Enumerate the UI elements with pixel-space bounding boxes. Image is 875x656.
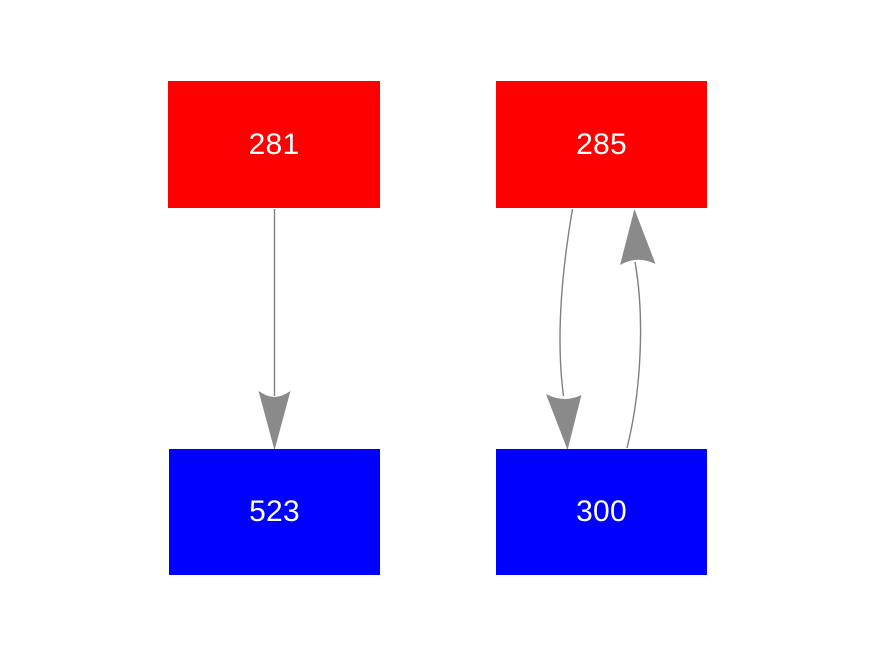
- node-label: 300: [576, 495, 627, 528]
- arrowhead-up: [620, 209, 656, 265]
- edge-shaft: [626, 261, 642, 449]
- node-285[interactable]: 285: [496, 81, 707, 208]
- edge-285-to-300: [546, 208, 582, 450]
- node-523[interactable]: 523: [169, 449, 380, 575]
- node-label: 523: [249, 495, 300, 528]
- node-281[interactable]: 281: [168, 81, 380, 208]
- edge-300-to-285: [620, 209, 656, 449]
- edge-shaft: [559, 208, 574, 397]
- edge-281-to-523: [258, 209, 291, 450]
- node-label: 281: [248, 127, 300, 161]
- node-label: 285: [576, 127, 627, 161]
- node-300[interactable]: 300: [496, 449, 707, 575]
- arrowhead-down: [258, 391, 291, 450]
- arrowhead-down: [546, 394, 582, 450]
